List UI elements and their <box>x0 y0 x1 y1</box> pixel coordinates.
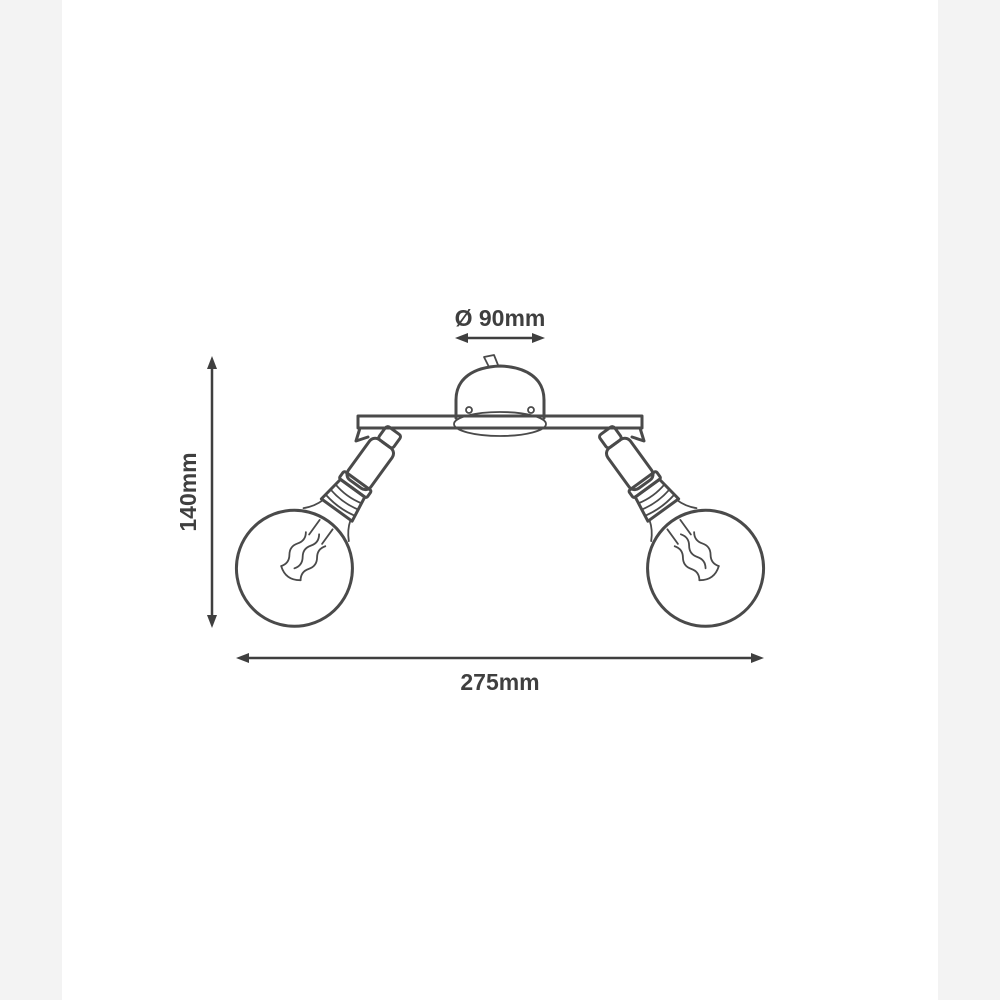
fixture-drawing <box>211 354 789 651</box>
ceiling-canopy <box>454 354 546 420</box>
bar-end-tab <box>354 426 370 443</box>
dimension-width: 275mm <box>236 653 764 695</box>
dimension-height: 140mm <box>175 356 217 628</box>
arrowhead-left <box>236 653 249 663</box>
canopy-diameter-label: Ø 90mm <box>455 305 546 331</box>
arrowhead-left <box>455 333 468 343</box>
canvas-background <box>62 0 938 1000</box>
dimension-canopy-diameter: Ø 90mm <box>455 305 546 343</box>
bar-end-tab <box>630 426 646 443</box>
height-label: 140mm <box>175 452 201 531</box>
mounting-bar <box>354 414 646 443</box>
canopy-screw <box>465 406 473 414</box>
width-label: 275mm <box>460 669 539 695</box>
canopy-screw <box>527 406 535 414</box>
canopy-hook-notch <box>483 354 499 368</box>
arrowhead-right <box>751 653 764 663</box>
arrowhead-up <box>207 356 217 369</box>
canopy-base-plate <box>453 411 547 437</box>
arrowhead-down <box>207 615 217 628</box>
arrowhead-right <box>532 333 545 343</box>
